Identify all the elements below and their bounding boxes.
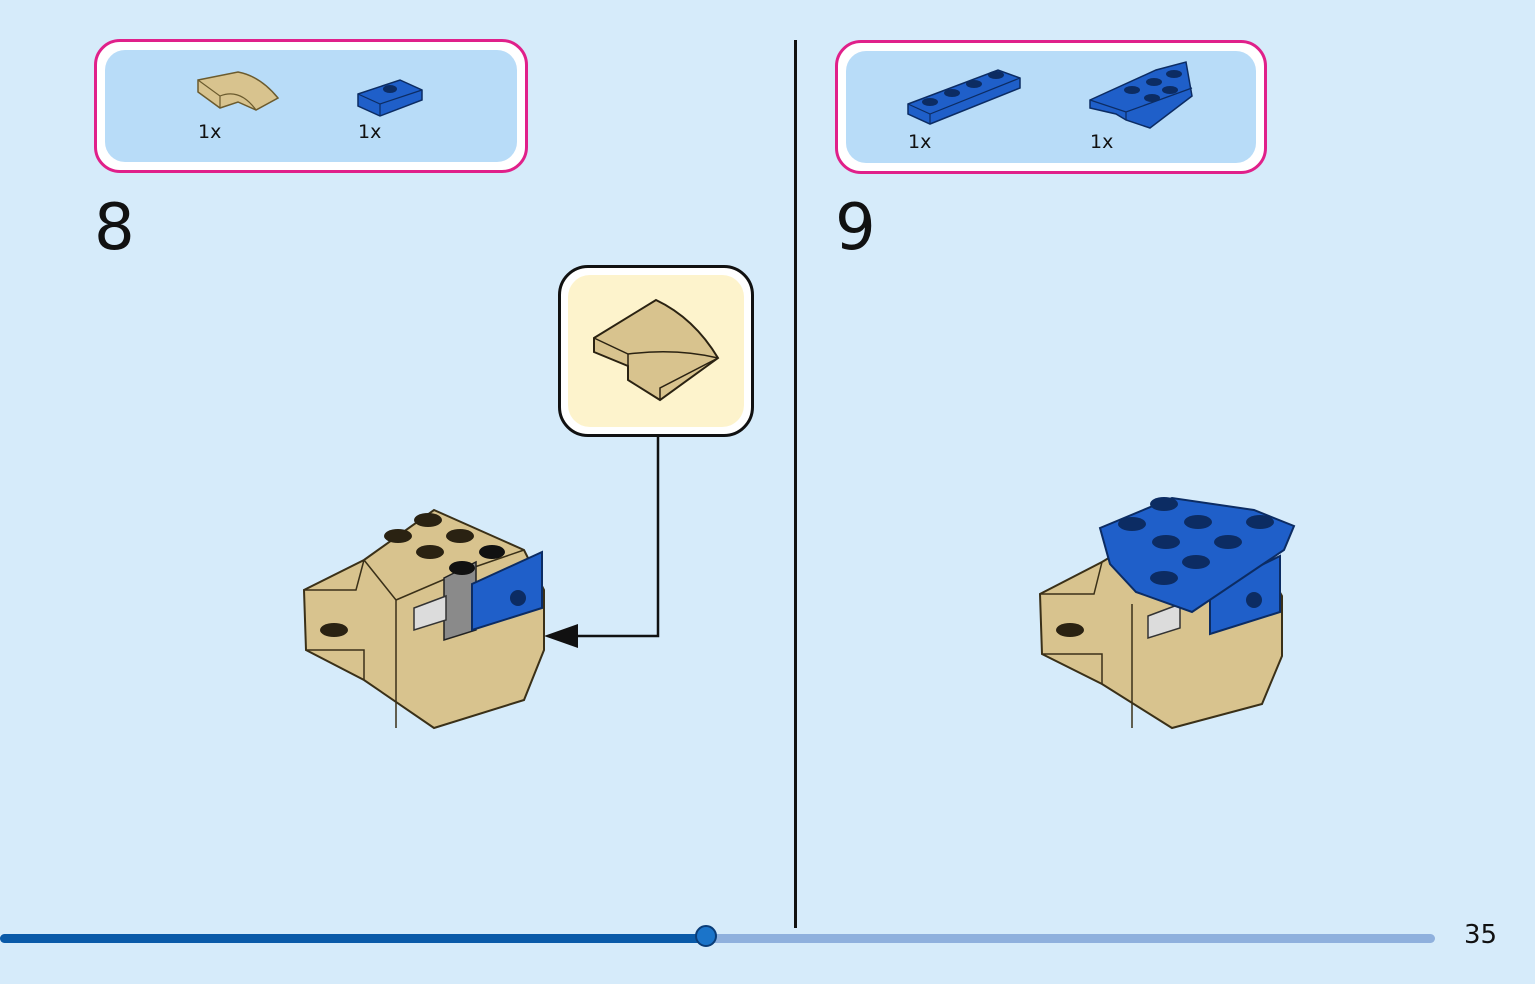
blue-jumper-plate-icon: [357, 79, 423, 117]
part-quantity: 1x: [1090, 131, 1114, 153]
step-number: 9: [835, 191, 876, 265]
part-quantity: 1x: [908, 131, 932, 153]
progress-fill: [0, 934, 707, 943]
step-number: 8: [94, 191, 135, 265]
blue-1x4-plate-icon: [907, 69, 1021, 125]
progress-bar: [0, 925, 1435, 947]
tan-curved-slope-brick-icon: [197, 71, 280, 111]
tan-curved-slope-callout-icon: [593, 298, 720, 402]
part-quantity: 1x: [198, 121, 222, 143]
step-divider: [794, 40, 797, 928]
model-step-8: [302, 508, 545, 730]
progress-knob: [695, 925, 718, 947]
callout-arrow: [544, 436, 660, 648]
part-quantity: 1x: [358, 121, 382, 143]
page-number: 35: [1464, 920, 1498, 950]
parts-list-step-9: [835, 40, 1267, 174]
model-step-9: [1038, 496, 1296, 730]
parts-list-step-8: [94, 39, 528, 173]
blue-wedge-plate-icon: [1089, 61, 1193, 129]
parts-list-panel: [105, 50, 517, 162]
